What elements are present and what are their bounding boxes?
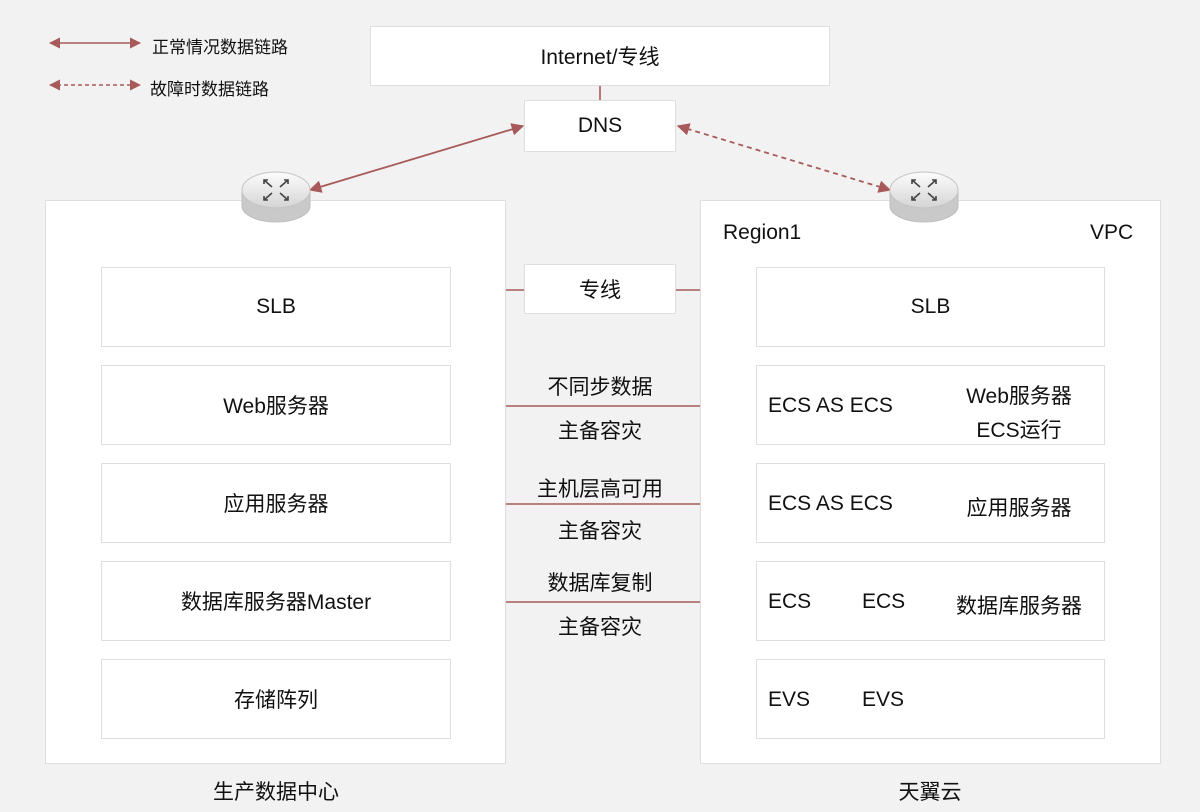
right-slb-box: SLB: [756, 267, 1105, 347]
right-evs-box: EVS EVS: [756, 659, 1105, 739]
vpc-label: VPC: [1090, 221, 1134, 244]
left-web-box: Web服务器: [101, 365, 451, 445]
right-db-ecs1-label: ECS: [768, 590, 812, 613]
dns-right-router-link: [676, 123, 892, 193]
dns-label: DNS: [577, 114, 623, 137]
private-line-box: 专线: [524, 264, 676, 314]
left-web-label: Web服务器: [223, 395, 329, 418]
right-router-icon: [889, 171, 959, 223]
right-evs1-label: EVS: [768, 688, 811, 711]
right-web-run-label: ECS运行: [976, 419, 1062, 442]
internet-label: Internet/专线: [540, 46, 660, 69]
left-db-box: 数据库服务器Master: [101, 561, 451, 641]
right-web-role-label: Web服务器: [966, 385, 1072, 408]
left-app-box: 应用服务器: [101, 463, 451, 543]
right-dc-name: 天翼云: [898, 781, 962, 804]
left-storage-box: 存储阵列: [101, 659, 451, 739]
dns-box: DNS: [524, 100, 676, 152]
app-dr-label: 主备容灾: [558, 520, 642, 543]
region-label: Region1: [723, 221, 802, 244]
right-app-role-label: 应用服务器: [966, 497, 1072, 520]
right-db-role-label: 数据库服务器: [956, 595, 1082, 618]
right-slb-label: SLB: [910, 295, 951, 318]
web-dr-label: 主备容灾: [558, 420, 642, 443]
left-storage-label: 存储阵列: [234, 689, 318, 712]
left-router-icon: [241, 171, 311, 223]
db-dr-label: 主备容灾: [558, 616, 642, 639]
legend-failover-label: 故障时数据链路: [150, 80, 269, 99]
left-dc-name: 生产数据中心: [213, 781, 339, 804]
dns-left-router-link: [308, 123, 525, 193]
right-db-box: ECS ECS 数据库服务器: [756, 561, 1105, 641]
left-slb-box: SLB: [101, 267, 451, 347]
db-replication-label: 数据库复制: [547, 572, 653, 595]
right-web-box: ECS AS ECS Web服务器 ECS运行: [756, 365, 1105, 445]
right-evs2-label: EVS: [862, 688, 905, 711]
right-db-ecs2-label: ECS: [862, 590, 906, 613]
internet-box: Internet/专线: [370, 26, 830, 86]
app-ha-label: 主机层高可用: [537, 478, 663, 501]
right-web-ecs-label: ECS AS ECS: [768, 394, 893, 417]
left-slb-label: SLB: [256, 295, 296, 318]
legend-normal-label: 正常情况数据链路: [152, 38, 288, 57]
right-app-box: ECS AS ECS 应用服务器: [756, 463, 1105, 543]
right-app-ecs-label: ECS AS ECS: [768, 492, 893, 515]
left-db-label: 数据库服务器Master: [180, 591, 372, 614]
web-sync-label: 不同步数据: [547, 376, 653, 399]
left-app-label: 应用服务器: [223, 493, 329, 516]
private-line-label: 专线: [579, 279, 621, 302]
